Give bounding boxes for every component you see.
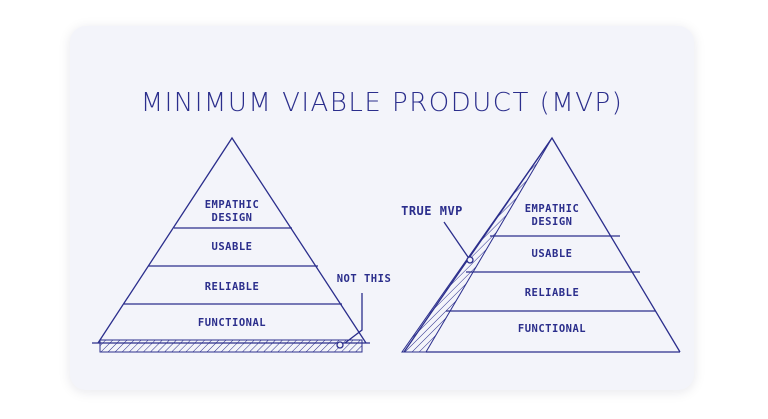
left-level-empathic-line1: EMPATHIC [205,199,260,211]
right-annotation-leader [443,221,469,258]
left-annotation-label: NOT THIS [337,273,392,285]
right-level-functional: FUNCTIONAL [518,323,586,335]
left-annotation-leader [344,293,363,344]
page-title: MINIMUM VIABLE PRODUCT (MVP) [140,88,624,118]
right-annotation-dot [466,256,474,264]
left-pyramid [92,136,370,353]
left-pyramid-outline [97,136,367,344]
left-annotation-dot [336,341,344,349]
left-level-empathic-line2: DESIGN [212,212,253,224]
right-level-usable: USABLE [532,248,573,260]
left-level-reliable: RELIABLE [205,281,260,293]
right-level-empathic-line1: EMPATHIC [525,203,580,215]
left-level-usable: USABLE [212,241,253,253]
left-level-functional: FUNCTIONAL [198,317,266,329]
right-level-empathic-line2: DESIGN [532,216,573,228]
right-level-reliable: RELIABLE [525,287,580,299]
left-base-hatch [99,339,363,353]
right-pyramid [401,136,681,353]
right-annotation-label: TRUE MVP [401,204,463,218]
right-pyramid-outline [403,136,681,353]
diagram-card: MINIMUM VIABLE PRODUCT (MVP) [70,26,694,390]
